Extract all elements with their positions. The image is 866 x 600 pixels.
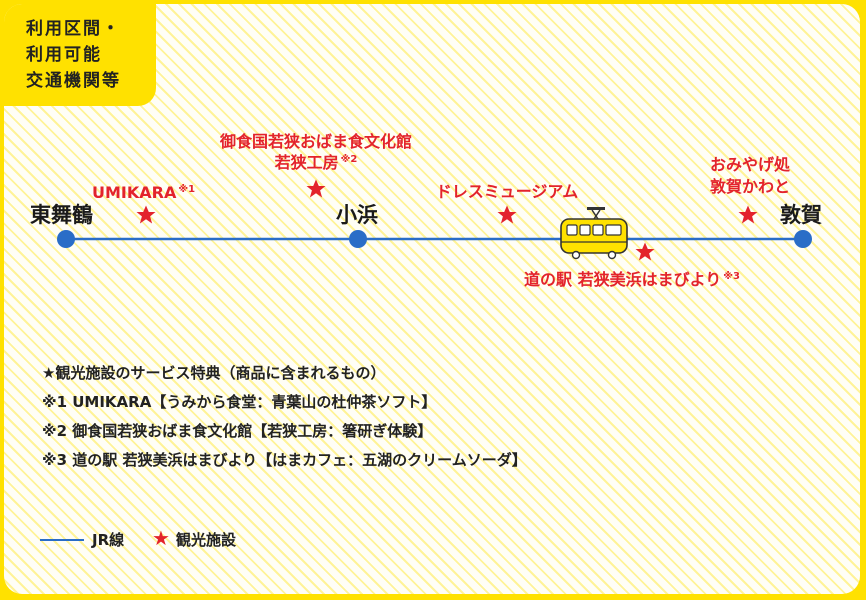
- legend-line-icon: [40, 539, 84, 541]
- section-title-line-2: 利用可能: [26, 45, 102, 65]
- facility-label-tsuruga-kawato: 敦賀かわと: [710, 177, 790, 196]
- facility-label-wakasa-kobo: 若狭工房※2: [274, 153, 358, 172]
- station-dot-icon-higashimaizuru: [57, 230, 75, 248]
- star-icon-shokubunkakan: [306, 179, 326, 198]
- facility-label-shokubunkakan: 御食国若狭おばま食文化館: [219, 132, 412, 151]
- station-label-tsuruga: 敦賀: [780, 203, 822, 227]
- star-icon-umikara: [136, 205, 156, 224]
- train-icon: [560, 207, 628, 260]
- note-heading: ★観光施設のサービス特典（商品に含まれるもの）: [42, 364, 386, 382]
- station-label-obama: 小浜: [336, 203, 378, 227]
- service-notes: ★観光施設のサービス特典（商品に含まれるもの） ※1 UMIKARA【うみから食…: [42, 359, 527, 475]
- note-1: ※1 UMIKARA【うみから食堂：青葉山の杜仲茶ソフト】: [42, 393, 437, 411]
- station-label-higashimaizuru: 東舞鶴: [30, 203, 93, 227]
- facility-label-omiyage: おみやげ処: [710, 155, 791, 174]
- section-title-line-1: 利用区間・: [26, 19, 121, 39]
- station-dot-icon-obama: [349, 230, 367, 248]
- route-card: 利用区間・ 利用可能 交通機関等 東舞鶴 小浜 敦賀 UMIKARA※1 御食国…: [4, 4, 860, 594]
- route-diagram: 東舞鶴 小浜 敦賀 UMIKARA※1 御食国若狭おばま食文化館 若狭工房※2 …: [30, 132, 822, 289]
- section-title-line-3: 交通機関等: [26, 71, 121, 91]
- facility-label-michinoeki: 道の駅 若狭美浜はまびより※3: [524, 270, 740, 289]
- note-2: ※2 御食国若狭おばま食文化館【若狭工房：箸研ぎ体験】: [42, 422, 433, 440]
- facility-label-dress-museum: ドレスミュージアム: [436, 182, 579, 201]
- legend-jr-label: JR線: [92, 531, 125, 549]
- note-3: ※3 道の駅 若狭美浜はまびより【はまカフェ：五湖のクリームソーダ】: [42, 451, 527, 469]
- section-title-tag: 利用区間・ 利用可能 交通機関等: [4, 4, 156, 106]
- legend-facility-label: 観光施設: [176, 531, 237, 549]
- legend-star-icon: ★: [152, 526, 170, 550]
- star-icon-michinoeki: [635, 242, 655, 261]
- star-icon-omiyage: [738, 205, 758, 224]
- station-dot-icon-tsuruga: [794, 230, 812, 248]
- facility-label-umikara: UMIKARA※1: [92, 183, 195, 202]
- star-icon-dress-museum: [497, 205, 517, 224]
